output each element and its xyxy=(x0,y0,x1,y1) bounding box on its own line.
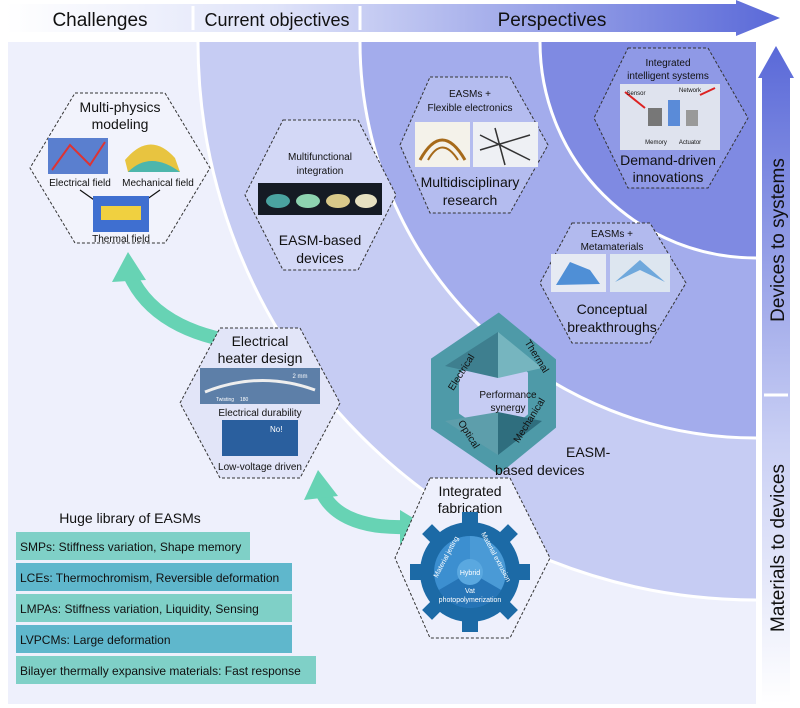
metamaterials-hexagon: EASMs + Metamaterials Conceptual breakth… xyxy=(539,222,687,344)
library-item-label: LCEs: Thermochromism, Reversible deforma… xyxy=(20,571,279,585)
fab-title-1: Integrated xyxy=(438,483,501,499)
electrical-field-label: Electrical field xyxy=(49,178,111,189)
fab-hybrid: Hybrid xyxy=(460,570,480,577)
heater-scale: 2 mm xyxy=(293,374,308,380)
easm-devices-hexagon: Multifunctional integration EASM-based d… xyxy=(244,119,397,271)
flexible-title-2: research xyxy=(443,192,497,208)
heater-twisting: Twisting xyxy=(216,397,234,403)
side-devices-to-systems: Devices to systems xyxy=(768,158,789,322)
heater-low-voltage: Low-voltage driven xyxy=(218,462,302,473)
synergy-caption-1: EASM- xyxy=(566,444,611,460)
side-arrow: Devices to systems Materials to devices xyxy=(758,46,794,704)
intelligent-sub-1: Integrated xyxy=(645,58,690,69)
synergy-caption-2: based devices xyxy=(495,462,585,478)
intelligent-title-2: innovations xyxy=(633,169,704,185)
header-objectives: Current objectives xyxy=(204,10,349,30)
intelligent-hexagon: Integrated intelligent systems Sensor Ne… xyxy=(593,47,749,189)
heater-twisting-deg: 180 xyxy=(240,397,249,403)
meta-image-2 xyxy=(610,254,670,292)
synergy-center-1: Performance xyxy=(479,390,537,401)
meta-title-2: breakthroughs xyxy=(567,319,657,335)
intelligent-memory: Memory xyxy=(645,140,667,146)
multiphysics-title-1: Multi-physics xyxy=(80,99,161,115)
library-item xyxy=(16,563,292,591)
heater-durability: Electrical durability xyxy=(218,408,301,419)
library-item xyxy=(16,532,250,560)
intelligent-sub-2: intelligent systems xyxy=(627,71,709,82)
flexible-sub-2: Flexible electronics xyxy=(427,103,512,114)
thermal-field-label: Thermal field xyxy=(92,234,150,245)
synergy-center-2: synergy xyxy=(490,403,525,414)
easm-multi-1: Multifunctional xyxy=(288,152,352,163)
fab-title-2: fabrication xyxy=(438,500,503,516)
meta-sub-2: Metamaterials xyxy=(581,242,644,253)
library-item-label: LVPCMs: Large deformation xyxy=(20,633,171,647)
library-item-label: LMPAs: Stiffness variation, Liquidity, S… xyxy=(20,602,259,616)
library-item-label: SMPs: Stiffness variation, Shape memory xyxy=(20,540,241,554)
intelligent-sensor: Sensor xyxy=(626,91,645,97)
flexible-sub-1: EASMs + xyxy=(449,89,491,100)
synergy-frame: Electrical Thermal Mechanical Optical Pe… xyxy=(431,312,611,478)
fab-vat-2: photopolymerization xyxy=(439,597,502,604)
heater-no: No! xyxy=(270,425,282,434)
multiphysics-hexagon: Multi-physics modeling Electrical field … xyxy=(29,92,211,245)
electrical-field-image xyxy=(48,138,108,174)
heater-voltage-image xyxy=(222,420,298,456)
flexible-image-2 xyxy=(473,122,538,167)
easm-library: Huge library of EASMs SMPs: Stiffness va… xyxy=(16,510,316,684)
easm-title-1: EASM-based xyxy=(279,232,361,248)
multiphysics-title-2: modeling xyxy=(92,116,149,132)
mechanical-field-label: Mechanical field xyxy=(122,178,194,189)
flexible-hexagon: EASMs + Flexible electronics Multidiscip… xyxy=(399,76,549,214)
heater-title-1: Electrical xyxy=(232,333,289,349)
library-item-label: Bilayer thermally expansive materials: F… xyxy=(20,664,301,678)
flexible-title-1: Multidisciplinary xyxy=(421,174,520,190)
gear-icon xyxy=(410,512,530,632)
fabrication-hexagon: Integrated fabrication Material jetting … xyxy=(394,477,551,639)
library-item xyxy=(16,594,292,622)
easm-multi-2: integration xyxy=(297,166,344,177)
arrow-head-up xyxy=(112,252,146,282)
easm-title-2: devices xyxy=(296,250,343,266)
meta-sub-1: EASMs + xyxy=(591,229,633,240)
library-item xyxy=(16,625,292,653)
intelligent-title-1: Demand-driven xyxy=(620,152,716,168)
header-arrow: Challenges Current objectives Perspectiv… xyxy=(6,0,780,36)
intelligent-actuator: Actuator xyxy=(679,140,701,146)
arrow-head-up-2 xyxy=(304,470,338,500)
flexible-image-1 xyxy=(415,122,470,167)
library-title: Huge library of EASMs xyxy=(59,510,201,526)
heater-hexagon: Electrical heater design 2 mm Twisting 1… xyxy=(179,327,341,479)
meta-title-1: Conceptual xyxy=(577,301,648,317)
header-challenges: Challenges xyxy=(52,10,147,31)
library-item xyxy=(16,656,316,684)
intelligent-network: Network xyxy=(679,88,702,94)
header-perspectives: Perspectives xyxy=(498,10,607,31)
side-materials-to-devices: Materials to devices xyxy=(768,464,789,632)
fab-vat-1: Vat xyxy=(465,588,475,595)
heater-title-2: heater design xyxy=(218,350,303,366)
